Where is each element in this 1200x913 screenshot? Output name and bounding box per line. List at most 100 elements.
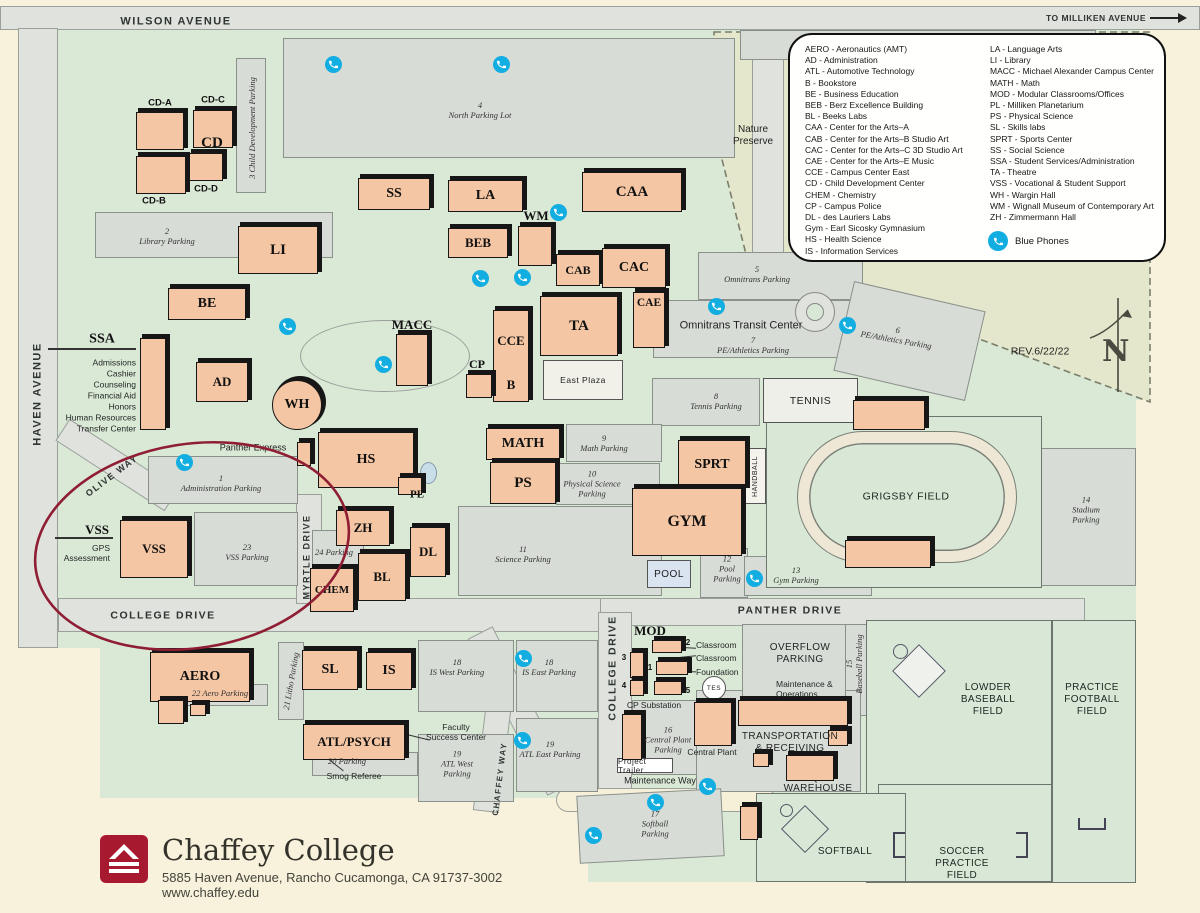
building-label-zh: ZH [353, 520, 373, 535]
building-dl: DL [410, 527, 446, 577]
building-beb: BEB [448, 228, 508, 258]
blue-phone-icon [493, 56, 510, 73]
blue-phone-icon [472, 270, 489, 287]
blue-phone-icon [647, 794, 664, 811]
atl-west-parking-label: 19 ATL West Parking [440, 748, 474, 780]
building-label-ss: SS [386, 186, 402, 201]
legend-entry: VSS - Vocational & Student Support [990, 178, 1126, 189]
building-label-gym: GYM [667, 513, 707, 530]
legend-entry: MOD - Modular Classrooms/Offices [990, 88, 1124, 99]
legend-blue-phones-label: Blue Phones [1015, 235, 1069, 247]
blue-phone-icon [585, 827, 602, 844]
blue-phone-icon [550, 204, 567, 221]
building-sprt: SPRT [678, 440, 746, 490]
building-label-chem: CHEM [314, 584, 350, 596]
overflow-parking-label: OVERFLOW PARKING [769, 642, 831, 665]
building-label-ad: AD [212, 374, 232, 389]
cd-label: CD [201, 135, 223, 151]
building-yard-shed-2 [753, 753, 769, 767]
legend-entry: SS - Social Science [990, 144, 1065, 155]
field-practice-football-field [1052, 620, 1136, 883]
parking-24-label: 24 Parking [314, 546, 354, 557]
physical-science-parking-label: 10 Physical Science Parking [563, 468, 621, 500]
legend-entry: MACC - Michael Alexander Campus Center [990, 66, 1154, 77]
foundation-label: Foundation [696, 666, 739, 677]
compass: N [1088, 296, 1148, 396]
compass-arrow-icon [1089, 298, 1132, 392]
field-softball-field [756, 793, 906, 882]
pl-label: PL [409, 488, 425, 501]
road-college-drive-vertical [598, 612, 632, 797]
legend-entry: CAC - Center for the Arts–C 3D Studio Ar… [805, 144, 963, 155]
legend-entry: HS - Health Science [805, 234, 882, 245]
practice-football-field-label: PRACTICE FOOTBALL FIELD [1064, 682, 1120, 717]
building-warehouse-bldg [786, 755, 834, 781]
building-label-bl: BL [373, 569, 391, 584]
wm-label: WM [523, 208, 549, 224]
building-cac: CAC [602, 248, 666, 288]
cd-c-label: CD-C [201, 94, 225, 106]
baseball-parking-label: 15 Baseball Parking [843, 634, 864, 694]
legend-entry: MATH - Math [990, 77, 1040, 88]
myrtle-drive-label: MYRTLE DRIVE [301, 514, 312, 600]
building-label-caa: CAA [615, 183, 649, 200]
building-wm [518, 226, 552, 266]
legend-entry: AERO - Aeronautics (AMT) [805, 44, 908, 54]
college-logo-block: Chaffey College 5885 Haven Avenue, Ranch… [100, 834, 502, 900]
building-mod-4 [630, 680, 644, 696]
blue-phone-icon [375, 356, 392, 373]
building-label-li: LI [270, 241, 286, 258]
b-label: B [506, 377, 516, 393]
stadium-parking-label: 14 Stadium Parking [1072, 494, 1100, 526]
building-label-sprt: SPRT [694, 457, 730, 472]
cd-d-label: CD-D [194, 183, 218, 195]
is-west-parking-label: 18 IS West Parking [429, 656, 485, 677]
legend-entry: SPRT - Sports Center [990, 133, 1073, 144]
aero-parking-label: 22 Aero Parking [191, 687, 249, 698]
building-project-trailer-bldg [622, 714, 642, 760]
legend-entry: CD - Child Development Center [805, 178, 925, 189]
building-aero-leg [158, 700, 184, 724]
legend-entry: BEB - Berz Excellence Building [805, 100, 924, 111]
college-url: www.chaffey.edu [162, 884, 260, 900]
college-drive-vertical-label: COLLEGE DRIVE [606, 615, 619, 721]
building-cae [633, 292, 665, 348]
legend-blue-phones-row: Blue Phones [988, 231, 1069, 251]
box-tennis-courts: TENNIS [763, 378, 858, 423]
lot-tennis-parking [652, 378, 760, 426]
building-ta: TA [540, 296, 618, 356]
building-label-vss: VSS [142, 541, 166, 556]
road-haven-avenue [18, 28, 58, 648]
deco-softball-circle [780, 804, 793, 817]
grigsby-field-label: GRIGSBY FIELD [862, 490, 950, 503]
legend-entry: LI - Library [990, 55, 1031, 66]
macc-label: MACC [391, 317, 433, 333]
pool-parking-label: 12 Pool Parking [713, 553, 741, 585]
building-math: MATH [486, 428, 560, 460]
legend-entry: WH - Wargin Hall [990, 189, 1056, 200]
legend-entry: Gym - Earl Sicosky Gymnasium [805, 223, 925, 234]
blue-phone-icon [708, 298, 725, 315]
building-label-wh: WH [284, 397, 310, 412]
cp-label: CP [469, 356, 485, 371]
building-mod-5 [654, 681, 682, 695]
building-label-hs: HS [356, 452, 376, 467]
blue-phone-icon [746, 570, 763, 587]
building-gym: GYM [632, 488, 742, 556]
building-cce-b [493, 310, 529, 402]
ssa-services-list: Admissions Cashier Counseling Financial … [65, 357, 136, 434]
blue-phone-icon [988, 231, 1008, 251]
legend-entry: CAA - Center for the Arts–A [805, 122, 909, 133]
deco-macc-oval-lawn [300, 320, 470, 392]
legend-entry: CCE - Campus Center East [805, 167, 910, 178]
nature-preserve-label: Nature Preserve [732, 124, 774, 147]
smog-referee-label: Smog Referee [326, 770, 382, 781]
building-zh: ZH [336, 510, 390, 546]
lot-north-parking-lot [283, 38, 735, 158]
college-drive-label: COLLEGE DRIVE [110, 609, 216, 622]
building-be: BE [168, 288, 246, 320]
building-cp [466, 374, 492, 398]
box-label-tes: TES [706, 684, 722, 692]
omnitrans-transit-center-label: Omnitrans Transit Center [679, 319, 803, 332]
